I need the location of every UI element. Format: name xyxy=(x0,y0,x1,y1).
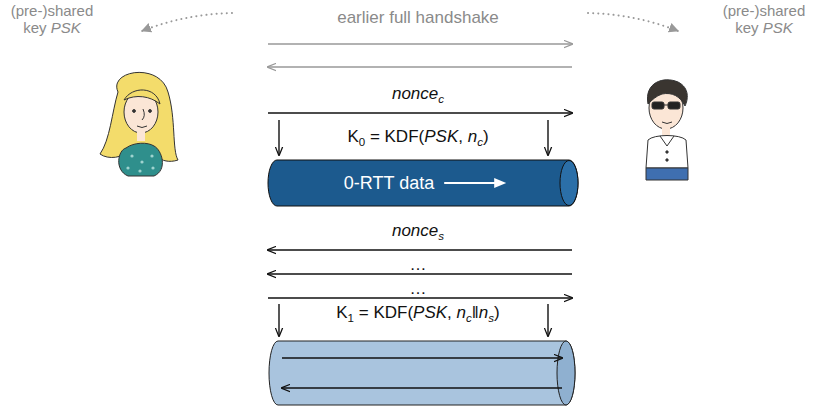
text-part: n xyxy=(457,303,466,322)
message-label: … xyxy=(410,255,427,275)
text-part: n xyxy=(468,127,477,146)
key-arrow xyxy=(547,304,548,336)
text-part: PSK xyxy=(763,19,793,36)
direction-arrow xyxy=(444,182,502,184)
subscript: c xyxy=(477,136,483,148)
key-arrow xyxy=(547,120,548,155)
note-label: earlier full handshake xyxy=(337,8,499,28)
bob-figure xyxy=(646,80,688,180)
text-part: n xyxy=(479,303,488,322)
text-part: , xyxy=(447,303,456,322)
text-part: nonce xyxy=(392,221,438,240)
message-label: K1 = KDF(PSK, nc‖ns) xyxy=(336,303,500,323)
channel-cylinder: 0-RTT data xyxy=(268,160,580,206)
text-part: , xyxy=(458,127,467,146)
message-label: K0 = KDF(PSK, nc) xyxy=(347,127,488,147)
message-label: noncec xyxy=(392,84,444,104)
key-arrow xyxy=(278,120,279,155)
subscript: s xyxy=(438,230,444,242)
channel-label: 0-RTT data xyxy=(344,173,434,194)
dotted-arrow xyxy=(142,13,232,31)
text-part: K xyxy=(347,127,358,146)
text-part: ) xyxy=(494,303,500,322)
alice-figure xyxy=(100,72,178,176)
subscript: 0 xyxy=(359,136,365,148)
arrow-head xyxy=(494,178,506,188)
text-part: earlier full handshake xyxy=(337,8,499,27)
subscript: c xyxy=(438,93,444,105)
message-label: … xyxy=(410,279,427,299)
message-arrow xyxy=(268,249,572,250)
dotted-arrow xyxy=(588,13,678,31)
subscript: c xyxy=(466,312,472,324)
message-arrow xyxy=(268,66,572,67)
text-part: PSK xyxy=(51,19,81,36)
text-part: ) xyxy=(483,127,489,146)
text-part: = KDF( xyxy=(365,127,424,146)
note-label: (pre-)shared key PSK xyxy=(714,2,814,37)
key-arrow xyxy=(278,304,279,336)
text-part: … xyxy=(410,255,427,274)
text-part: = KDF( xyxy=(354,303,413,322)
text-part: … xyxy=(410,279,427,298)
message-arrow xyxy=(268,43,572,44)
note-label: (pre-)shared key PSK xyxy=(2,2,102,37)
text-part: PSK xyxy=(424,127,458,146)
message-arrow xyxy=(268,112,572,113)
subscript: 1 xyxy=(348,312,354,324)
text-part: nonce xyxy=(392,84,438,103)
message-label: nonces xyxy=(392,221,444,241)
text-part: PSK xyxy=(413,303,447,322)
secure-channel xyxy=(269,341,575,405)
subscript: s xyxy=(488,312,494,324)
text-part: K xyxy=(336,303,347,322)
text-part: ‖ xyxy=(472,303,479,322)
